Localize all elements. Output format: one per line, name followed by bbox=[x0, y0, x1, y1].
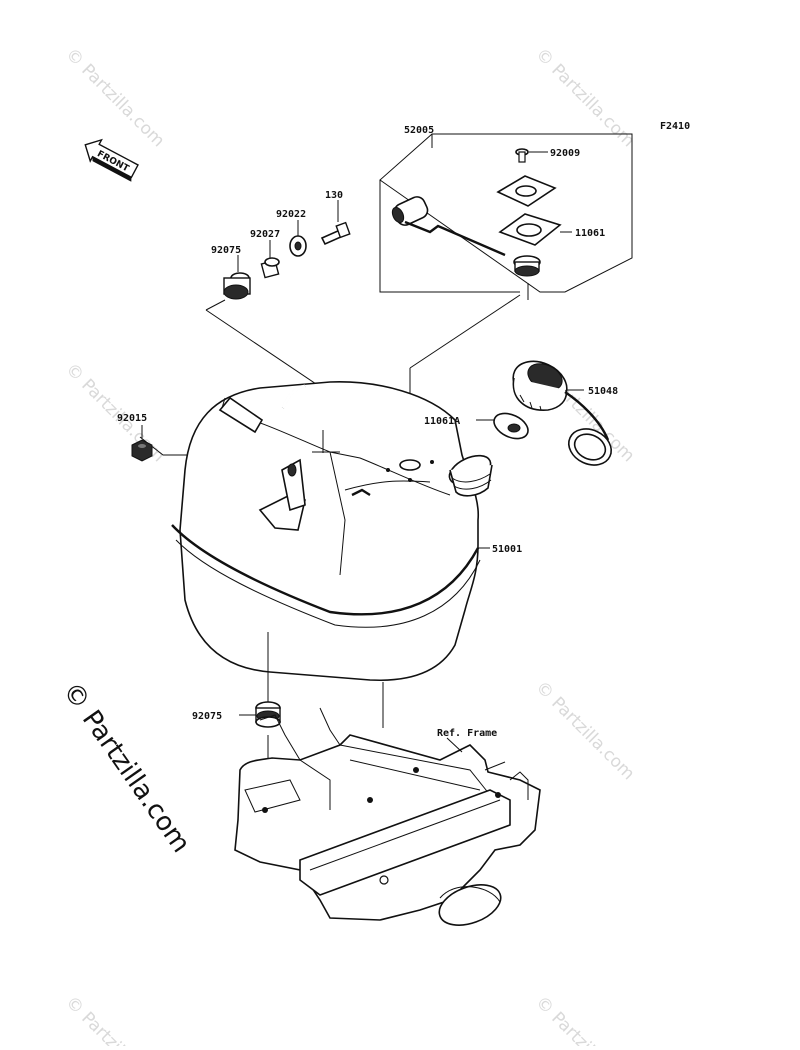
fuel-tank bbox=[171, 381, 493, 682]
watermark-low-right: © Partzilla.com bbox=[531, 677, 638, 784]
sender-assembly-box bbox=[379, 133, 633, 293]
label-92015: 92015 bbox=[117, 413, 147, 424]
damper-92075-bottom bbox=[239, 701, 281, 810]
watermark-top-left: © Partzilla.com bbox=[61, 44, 168, 151]
damper-92075-top bbox=[223, 255, 251, 300]
label-51001: 51001 bbox=[492, 544, 522, 555]
label-92009: 92009 bbox=[550, 148, 580, 159]
gasket-11061 bbox=[498, 213, 572, 246]
fuel-sender-unit bbox=[391, 196, 541, 277]
washer-92022 bbox=[289, 220, 307, 257]
watermark-top-right: © Partzilla.com bbox=[531, 44, 638, 151]
label-ref-frame: Ref. Frame bbox=[437, 728, 497, 739]
gasket-11061a bbox=[476, 412, 529, 440]
label-11061: 11061 bbox=[575, 228, 605, 239]
watermark-bottom-left: © Partzilla.com bbox=[61, 992, 168, 1046]
collar-92027 bbox=[260, 240, 280, 279]
label-130: 130 bbox=[325, 190, 343, 201]
label-92022: 92022 bbox=[276, 209, 306, 220]
label-51048: 51048 bbox=[588, 386, 618, 397]
plate bbox=[496, 175, 557, 207]
nut-92015 bbox=[131, 425, 153, 462]
leader-sender-link bbox=[409, 294, 521, 369]
label-92075-bottom: 92075 bbox=[192, 711, 222, 722]
part-labels: 52005 92009 11061 130 92022 92027 92075 … bbox=[117, 125, 618, 739]
figure-code: F2410 bbox=[660, 121, 690, 132]
watermark-main: © Partzilla.com bbox=[56, 677, 196, 859]
label-92027: 92027 bbox=[250, 229, 280, 240]
label-92075-top: 92075 bbox=[211, 245, 241, 256]
frame bbox=[234, 707, 541, 926]
fuel-cap-51048 bbox=[512, 360, 612, 466]
bolt-130 bbox=[320, 200, 351, 246]
screw-92009 bbox=[515, 148, 548, 163]
label-52005: 52005 bbox=[404, 125, 434, 136]
label-11061a: 11061A bbox=[424, 416, 460, 427]
watermark-bottom-right: © Partzilla.com bbox=[531, 992, 638, 1046]
front-arrow-icon: FRONT bbox=[84, 138, 139, 182]
leader-damper bbox=[205, 299, 226, 311]
